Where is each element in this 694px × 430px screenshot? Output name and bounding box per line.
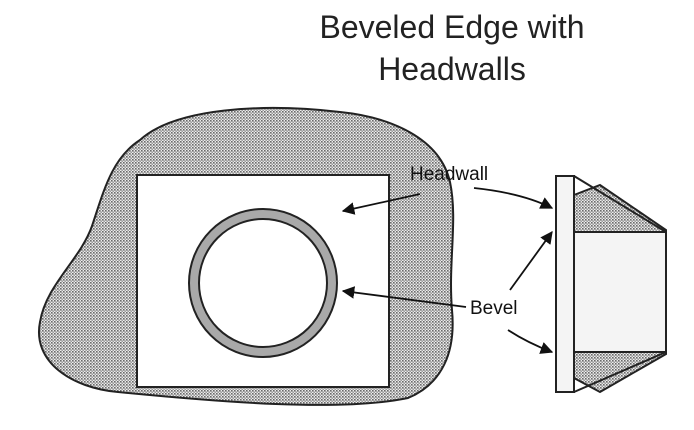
bevel-arrow-side-bottom: [507, 329, 554, 354]
bevel-arrow-side-top: [509, 230, 553, 291]
headwall-arrow-front: [341, 193, 421, 215]
side-view-headwall: [555, 175, 575, 393]
headwall-label: Headwall: [410, 164, 488, 185]
side-view-pipe-barrel: [573, 231, 667, 353]
side-view-top-bevel: [573, 183, 667, 233]
bevel-label: Bevel: [470, 298, 518, 319]
side-view-bottom-edge: [573, 351, 667, 393]
side-view-top-edge: [573, 175, 667, 233]
title-line-1: Beveled Edge with: [319, 9, 584, 45]
headwall-arrow-side: [473, 187, 554, 209]
bevel-arrow-front: [341, 286, 467, 308]
title-line-2: Headwalls: [378, 51, 526, 87]
pipe-opening: [198, 218, 328, 348]
